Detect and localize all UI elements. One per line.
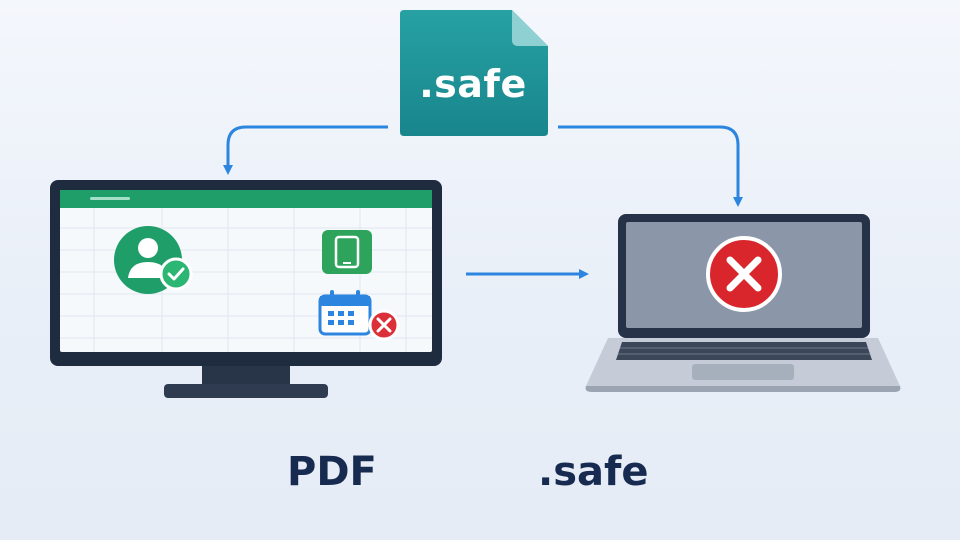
- screen-header-bar: [60, 190, 432, 208]
- trackpad: [692, 364, 794, 380]
- desktop-monitor-icon: [50, 180, 442, 398]
- file-extension-label: .safe: [419, 62, 527, 106]
- error-x-icon: [706, 236, 782, 312]
- calendar-error-icon: [318, 290, 400, 341]
- laptop-icon: [585, 214, 901, 392]
- right-format-label: .safe: [538, 449, 649, 495]
- file-to-laptop-arrow: [558, 125, 743, 207]
- user-check-icon: [114, 226, 193, 294]
- left-format-label: PDF: [287, 449, 377, 495]
- tablet-icon: [322, 230, 372, 274]
- keyboard: [616, 342, 872, 360]
- safe-document-icon: [400, 10, 548, 136]
- file-to-monitor-arrow: [223, 125, 388, 175]
